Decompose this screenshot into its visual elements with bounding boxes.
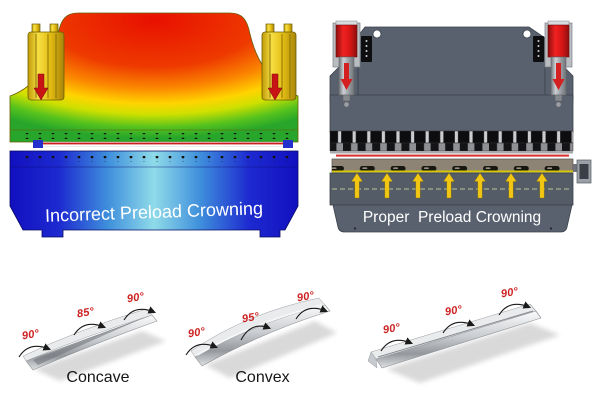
convex-sheet-panel: 90° 95° 90° Convex <box>185 283 340 395</box>
concave-sheet-panel: 90° 85° 90° Concave <box>18 283 178 395</box>
machine-base <box>332 204 573 233</box>
frame-hole-right <box>522 29 532 39</box>
arc-arrow-icon <box>18 343 52 358</box>
cylinder-red-body <box>547 24 570 58</box>
sheet-label: Convex <box>235 369 290 386</box>
incorrect-machine-illustration <box>9 12 299 238</box>
die-holder-bar <box>331 158 574 173</box>
side-control-panel-left <box>361 36 372 62</box>
sheet-label: Concave <box>66 369 130 386</box>
concave-sheet-illustration <box>18 306 166 381</box>
arc-arrow-icon <box>185 341 219 356</box>
arc-arrow-icon <box>442 319 476 334</box>
proper-crowning-panel: Proper Preload Crowning <box>325 6 593 240</box>
side-control-box <box>573 159 592 184</box>
bent-sheet-concave <box>22 308 158 371</box>
workpiece-sheet <box>332 153 573 158</box>
preload-arrow-down-icon <box>340 63 353 90</box>
arc-arrow-icon <box>123 306 157 321</box>
proper-machine-illustration <box>329 20 592 233</box>
workpiece-sheet <box>33 140 293 148</box>
bent-sheet-straight <box>368 303 542 369</box>
convex-sheet-illustration <box>185 297 337 378</box>
side-control-panel-right <box>533 36 544 62</box>
proper-caption: Proper Preload Crowning <box>362 209 542 226</box>
hydraulic-cylinder-right <box>544 20 573 108</box>
left-cylinder-housing <box>27 23 65 101</box>
preload-arrow-down-left-icon <box>33 73 49 101</box>
preload-arrow-down-icon <box>552 63 565 90</box>
sheet-shadow <box>34 331 166 381</box>
crowning-strip <box>332 170 573 173</box>
straight-sheet-panel: 90° 90° 90° <box>368 283 568 395</box>
sheet-shadow <box>205 321 337 378</box>
angle-arc-icons <box>18 306 157 358</box>
arc-arrow-icon <box>295 305 329 320</box>
cylinder-red-body <box>335 24 358 58</box>
right-cylinder-housing <box>261 23 297 101</box>
straight-sheet-illustration <box>368 301 560 383</box>
arc-arrow-icon <box>240 322 272 341</box>
arc-arrow-icon <box>380 337 414 352</box>
clamp-rows <box>329 130 574 154</box>
sheet-shadow <box>386 323 560 383</box>
lower-beam-stress-map <box>9 150 299 238</box>
frame-hole-left <box>372 29 382 39</box>
incorrect-crowning-panel: Incorrect Preload Crowning <box>8 10 300 242</box>
arc-arrow-icon <box>73 321 107 336</box>
arc-arrow-icon <box>498 301 532 316</box>
preload-arrow-down-right-icon <box>267 73 283 101</box>
hydraulic-cylinder-left <box>332 20 361 108</box>
angle-arc-icons <box>185 305 329 356</box>
angle-arc-icons <box>380 301 532 352</box>
